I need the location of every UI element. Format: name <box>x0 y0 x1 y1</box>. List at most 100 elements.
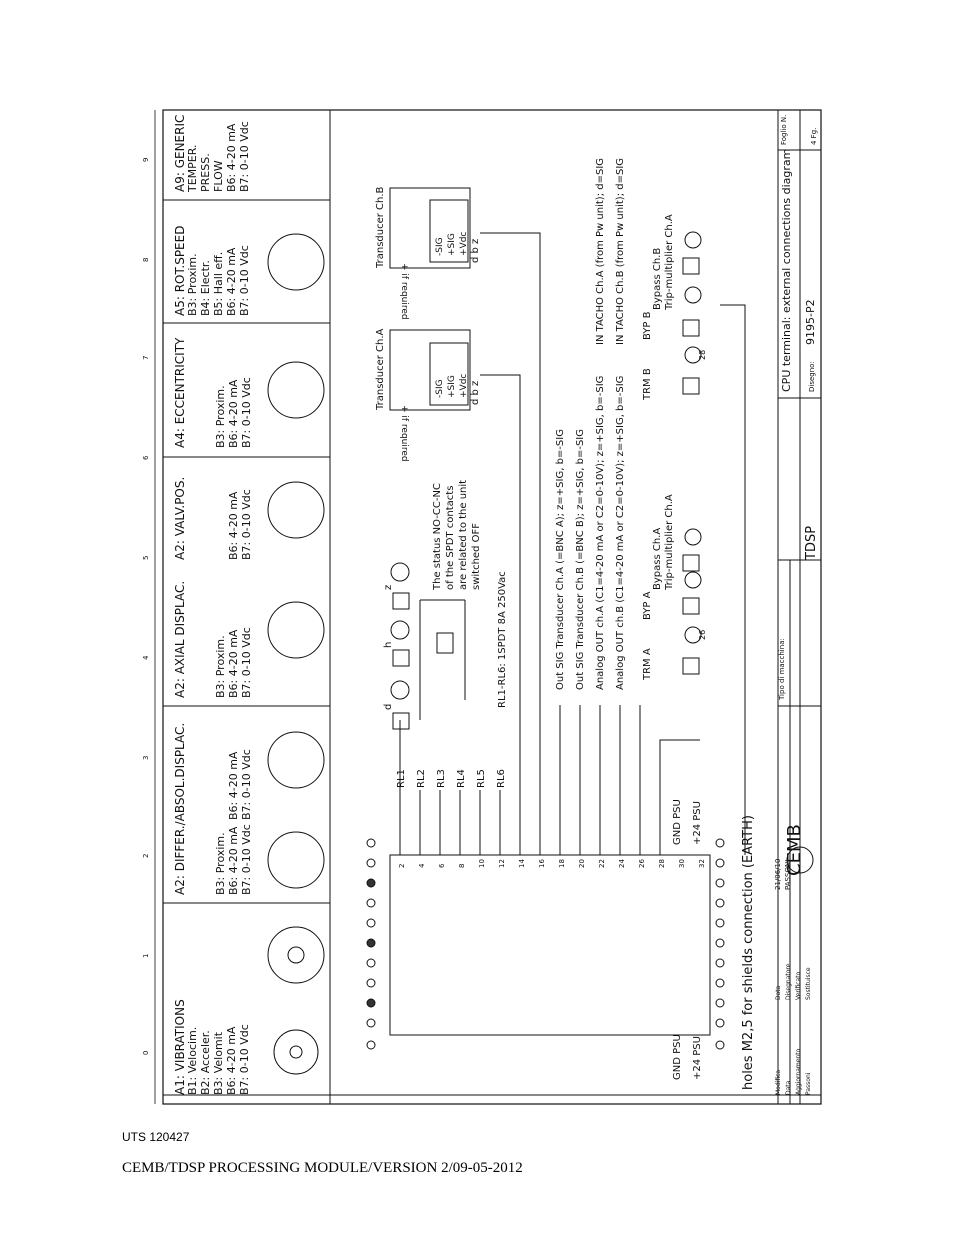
status-note-3: switched OFF <box>471 523 482 590</box>
zone-number-1: 1 <box>142 954 150 958</box>
bypass-label2-0: Trip-multiplier Ch.A <box>664 494 675 591</box>
terminal-number-28: 28 <box>658 859 666 868</box>
terminal-number-22: 22 <box>598 859 606 868</box>
drawing-number: 9195-P2 <box>804 299 817 345</box>
transducer-name-0: Transducer Ch.A <box>375 328 386 411</box>
axial-sensor-icon <box>267 601 325 659</box>
absolute-sensor-icon <box>267 731 325 789</box>
signal-label-0: Out SIG Transducer Ch.A (=BNC A); z=+SIG… <box>555 429 566 690</box>
sensor-line2-1-1: B7: 0-10 Vdc <box>240 749 253 820</box>
type-label: Tipo di macchina: <box>778 638 786 701</box>
relay-label-RL2: RL2 <box>416 769 427 788</box>
sensor-line-4-2: B7: 0-10 Vdc <box>240 377 253 448</box>
signal-wires <box>480 232 746 855</box>
relay-contact-z: z <box>383 585 394 590</box>
sensor-line-5-3: B6: 4-20 mA <box>225 247 238 316</box>
zone-number-6: 6 <box>142 455 150 460</box>
sensor-line-6-1: PRESS. <box>199 153 212 192</box>
sensor-line-0-2: B3: Velomit <box>212 1031 225 1095</box>
relay-contact-h: h <box>383 642 394 648</box>
bypass-label-1: Bypass Ch.B <box>652 248 663 310</box>
eccentricity-sensor-icon <box>267 361 325 419</box>
zone-number-7: 7 <box>142 356 150 360</box>
psu-gnd-label-right: GND PSU <box>672 799 683 845</box>
sensor-title-2: A2: AXIAL DISPLAC. <box>173 581 187 698</box>
terminal-number-24: 24 <box>618 859 626 868</box>
transducer-letters-0: d b z <box>470 381 481 405</box>
sensor-title-6: A9: GENERIC <box>173 115 187 192</box>
sensor-icons <box>267 233 325 1075</box>
terminal-number-18: 18 <box>558 859 566 868</box>
relay-contact-d: d <box>383 704 394 710</box>
proxim-sensor-icon <box>267 831 325 889</box>
transducers <box>389 187 471 411</box>
sensor-title-1: A2: DIFFER./ABSOL.DISPLAC. <box>173 723 187 895</box>
zone-number-8: 8 <box>142 258 150 262</box>
document-title: CEMB/TDSP PROCESSING MODULE/VERSION 2/09… <box>122 1160 523 1176</box>
sensor-title-0: A1: VIBRATIONS <box>173 999 187 1095</box>
bypass-pin-0: 26 <box>698 630 707 640</box>
terminal-number-26: 26 <box>638 859 646 868</box>
sensor-line-0-3: B6: 4-20 mA <box>225 1026 238 1095</box>
drawing-author: PASSONI <box>784 860 792 890</box>
relay-spec: RL1-RL6: 1SPDT 8A 250Vac <box>497 571 508 708</box>
sensor-panels <box>163 110 331 1104</box>
signal-label-2: Analog OUT ch.A (C1=4-20 mA or C2=0-10V)… <box>595 376 606 690</box>
signal-label-5: IN TACHO Ch.B (from Pw unit); d=SIG <box>615 158 626 345</box>
terminal-number-20: 20 <box>578 859 586 868</box>
sheet-of: 4 Fg. <box>810 128 818 145</box>
signal-label-4: IN TACHO Ch.A (from Pw unit); d=SIG <box>595 158 606 345</box>
transducer-pin-0-0: -SIG <box>435 379 445 398</box>
sensor-line-4-0: B3: Proxim. <box>214 385 227 448</box>
sensor-line-3-1: B7: 0-10 Vdc <box>240 489 253 560</box>
bypass-pin-1: 28 <box>698 350 707 360</box>
col-label-1: Disegnatore <box>785 963 792 1000</box>
transducer-pin-1-0: -SIG <box>435 237 445 256</box>
byp-label-0: BYP A <box>642 591 653 620</box>
zone-number-9: 9 <box>142 158 150 162</box>
transducer-pin-1-1: +SIG <box>447 233 457 256</box>
terminal-number-12: 12 <box>498 859 506 868</box>
speed-sensor-icon <box>267 233 325 291</box>
sensor-title-5: A5: ROT.SPEED <box>173 226 187 316</box>
rev-label-2: Aggiornamento <box>795 1048 802 1095</box>
transducer-b-box <box>389 187 471 269</box>
sensor-line-1-1: B6: 4-20 mA <box>227 826 240 895</box>
psu-gnd-label: GND PSU <box>672 1034 683 1080</box>
sensor-line-5-0: B3: Proxim. <box>186 253 199 316</box>
zone-number-3: 3 <box>142 756 150 760</box>
psu-24-label-right: +24 PSU <box>692 801 703 845</box>
drawing-label: Disegno: <box>808 361 816 392</box>
company-name: CEMB <box>784 824 805 876</box>
trm-label-0: TRM A <box>642 648 653 681</box>
terminal-number-4: 4 <box>418 863 426 868</box>
sensor-line-5-4: B7: 0-10 Vdc <box>238 245 251 316</box>
sensor-line-6-3: B6: 4-20 mA <box>225 123 238 192</box>
earth-holes <box>366 838 725 1050</box>
status-note-2: are related to the unit <box>458 480 469 590</box>
rev-label-0: Modifica <box>775 1070 782 1095</box>
zone-number-5: 5 <box>142 556 150 560</box>
title-block <box>163 110 821 1104</box>
transducer-pin-0-1: +SIG <box>447 375 457 398</box>
transducer-note-1: + if required <box>399 263 409 320</box>
sensor-line-2-1: B6: 4-20 mA <box>227 629 240 698</box>
rev-label-1: Data <box>785 1080 792 1095</box>
sensor-line-5-2: B5: Hall eff. <box>212 252 225 316</box>
bypass-circuits <box>682 231 702 675</box>
sensor-line-3-0: B6: 4-20 mA <box>227 491 240 560</box>
col-label-0: Data <box>775 985 782 1000</box>
rev-label-3: Passoni <box>805 1072 812 1095</box>
transducer-a-box <box>389 329 471 411</box>
cemb-logo-icon <box>786 846 814 874</box>
sensor-line-4-1: B6: 4-20 mA <box>227 379 240 448</box>
terminal-block <box>389 854 711 1036</box>
relay-label-RL1: RL1 <box>396 769 407 788</box>
sensor-line-6-2: FLOW <box>212 160 225 192</box>
sensor-line-1-0: B3: Proxim. <box>214 832 227 895</box>
sensor-line2-1-0: B6: 4-20 mA <box>227 751 240 820</box>
vibration-sensor-icon <box>273 1029 319 1075</box>
relay-wires <box>399 720 501 855</box>
relay-label-RL5: RL5 <box>476 769 487 788</box>
